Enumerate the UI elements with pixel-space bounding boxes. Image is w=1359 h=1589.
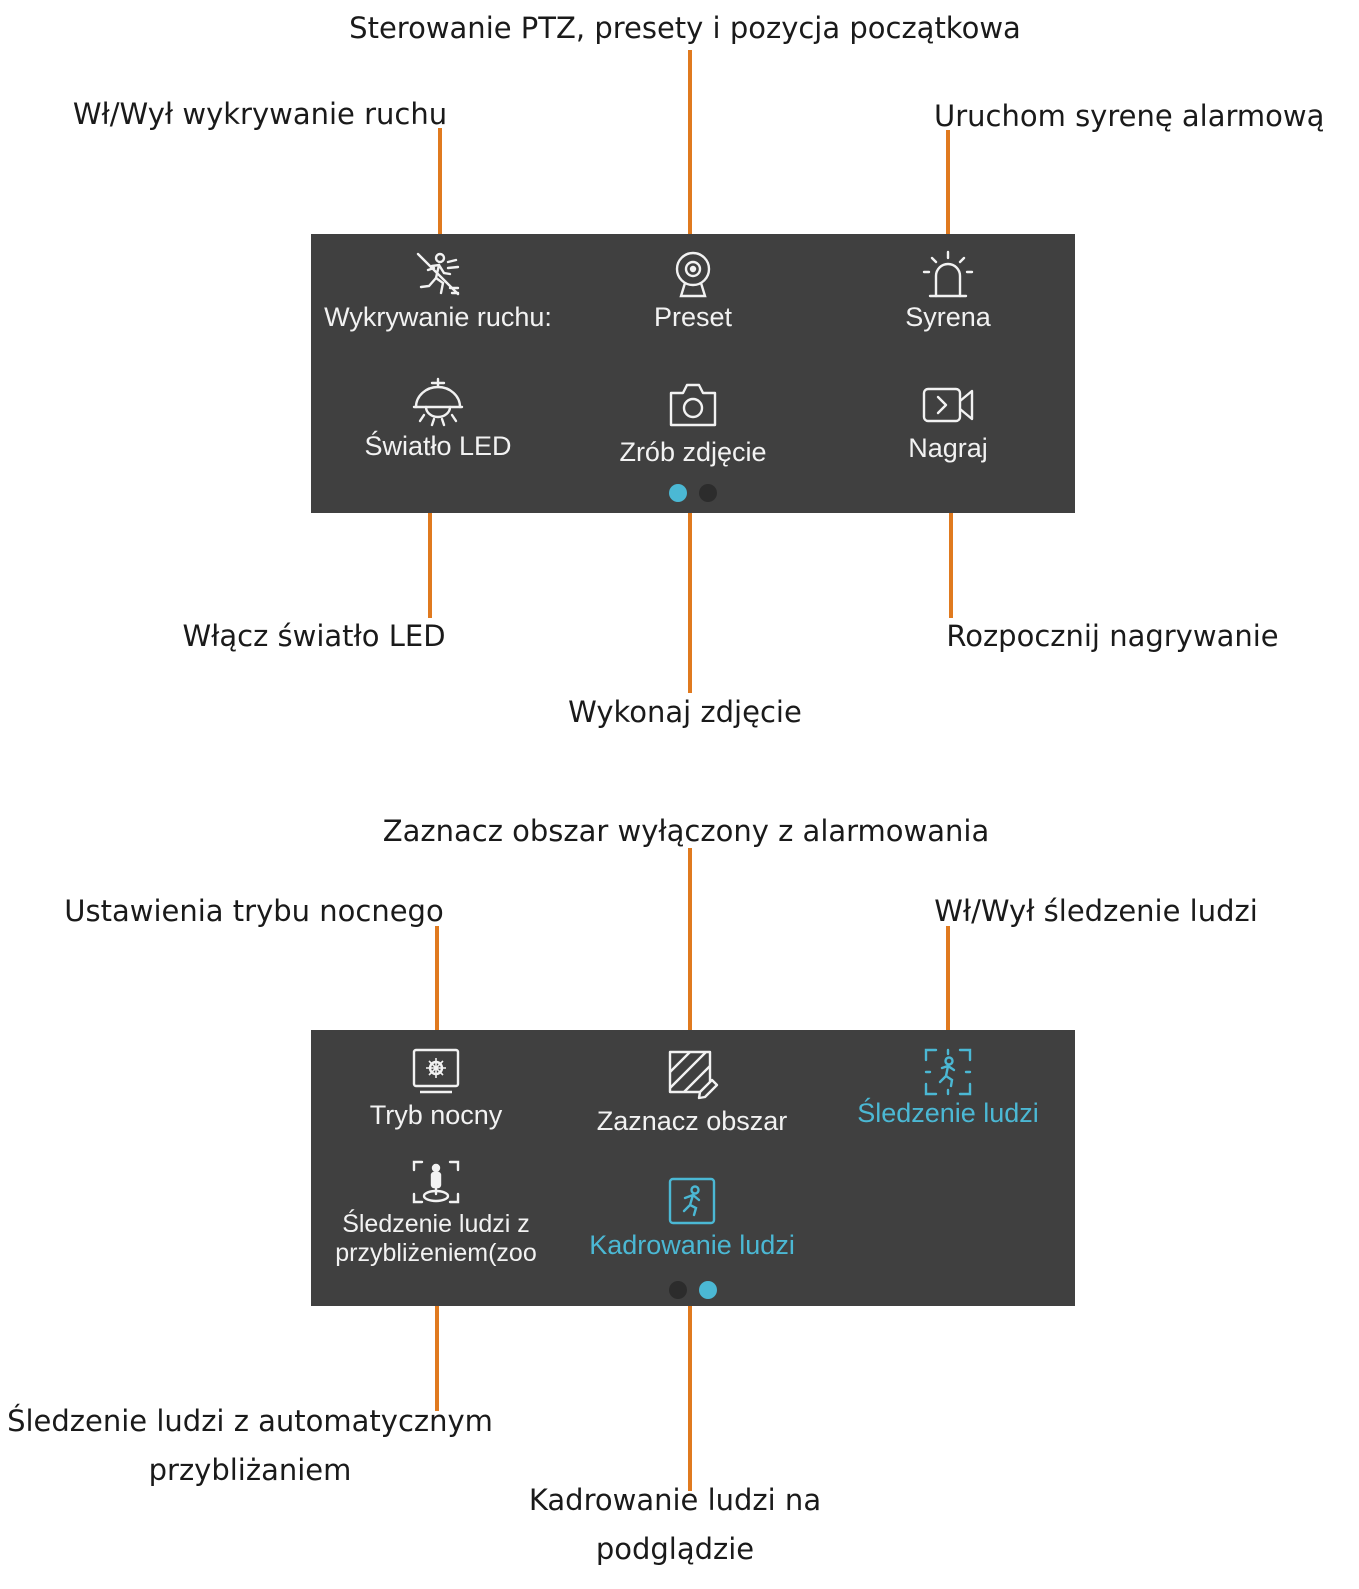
camera-icon [669, 383, 717, 427]
connector-zoom-tracking [435, 1306, 439, 1411]
connector-exclude-area [688, 848, 692, 1031]
area-select-icon [668, 1050, 719, 1100]
connector-motion [438, 128, 442, 235]
area-select-label: Zaznacz obszar [596, 1106, 788, 1136]
page-indicator-2-active[interactable] [699, 1281, 717, 1299]
annotation-exclude-area: Zaznacz obszar wyłączony z alarmowania [382, 814, 990, 848]
human-tracking-zoom-label-line1: Śledzenie ludzi z [342, 1210, 530, 1238]
led-light-button[interactable]: Światło LED [313, 377, 563, 462]
connector-tracking [946, 926, 950, 1031]
human-framing-label: Kadrowanie ludzi [589, 1230, 795, 1260]
connector-led [428, 513, 432, 618]
ceiling-light-icon [412, 377, 464, 427]
page-indicator-1[interactable] [669, 1281, 687, 1299]
night-mode-button[interactable]: Tryb nocny [311, 1046, 561, 1131]
annotation-siren: Uruchom syrenę alarmową [934, 99, 1325, 133]
human-tracking-label: Śledzenie ludzi [857, 1098, 1039, 1128]
ptz-camera-icon [675, 251, 711, 298]
connector-record [949, 513, 953, 618]
human-framing-icon [668, 1177, 716, 1225]
human-framing-button[interactable]: Kadrowanie ludzi [567, 1176, 817, 1261]
annotation-zoom-tracking-line2: przybliżaniem [148, 1453, 352, 1487]
annotation-framing-line1: Kadrowanie ludzi na [528, 1483, 822, 1517]
human-tracking-button[interactable]: Śledzenie ludzi [823, 1046, 1073, 1129]
annotation-ptz: Sterowanie PTZ, presety i pozycja począt… [349, 11, 1021, 45]
led-light-label: Światło LED [364, 431, 512, 461]
control-panel-page-2: Tryb nocny Zaznacz obszar Śledzenie ludz… [311, 1030, 1075, 1306]
connector-night [435, 926, 439, 1031]
annotation-zoom-tracking-line1: Śledzenie ludzi z automatycznym [7, 1404, 493, 1438]
connector-siren [946, 130, 950, 235]
night-mode-label: Tryb nocny [369, 1100, 503, 1130]
motion-detection-label: Wykrywanie ruchu: [324, 302, 552, 332]
annotation-motion: Wł/Wył wykrywanie ruchu [72, 97, 448, 131]
night-mode-icon [412, 1048, 460, 1094]
video-record-icon [922, 387, 974, 423]
human-tracking-zoom-label-line2: przybliżeniem(zoo [335, 1239, 537, 1267]
human-tracking-zoom-button[interactable]: Śledzenie ludzi z przybliżeniem(zoo [311, 1158, 561, 1268]
siren-icon [922, 250, 974, 298]
annotation-led: Włącz światło LED [182, 619, 446, 653]
take-photo-label: Zrób zdjęcie [619, 437, 767, 467]
siren-label: Syrena [905, 302, 991, 332]
preset-label: Preset [653, 302, 733, 332]
human-tracking-zoom-icon [412, 1160, 460, 1204]
annotation-framing-line2: podglądzie [595, 1532, 755, 1566]
annotation-photo: Wykonaj zdjęcie [568, 695, 802, 729]
take-photo-button[interactable]: Zrób zdjęcie [568, 379, 818, 468]
motion-detection-icon [416, 252, 460, 296]
record-label: Nagraj [908, 433, 988, 463]
annotation-record: Rozpocznij nagrywanie [946, 619, 1279, 653]
page-indicator-2[interactable] [699, 484, 717, 502]
motion-detection-button[interactable]: Wykrywanie ruchu: [313, 248, 563, 333]
area-select-button[interactable]: Zaznacz obszar [567, 1046, 817, 1137]
page-indicator-1-active[interactable] [669, 484, 687, 502]
connector-ptz [688, 50, 692, 235]
control-panel-page-1: Wykrywanie ruchu: Preset Syrena Światło … [311, 234, 1075, 513]
annotation-tracking: Wł/Wył śledzenie ludzi [934, 894, 1258, 928]
preset-button[interactable]: Preset [568, 248, 818, 333]
human-tracking-icon [924, 1048, 972, 1096]
connector-framing [688, 1306, 692, 1491]
record-button[interactable]: Nagraj [823, 379, 1073, 464]
connector-photo [688, 513, 692, 693]
annotation-night: Ustawienia trybu nocnego [64, 894, 444, 928]
siren-button[interactable]: Syrena [823, 248, 1073, 333]
